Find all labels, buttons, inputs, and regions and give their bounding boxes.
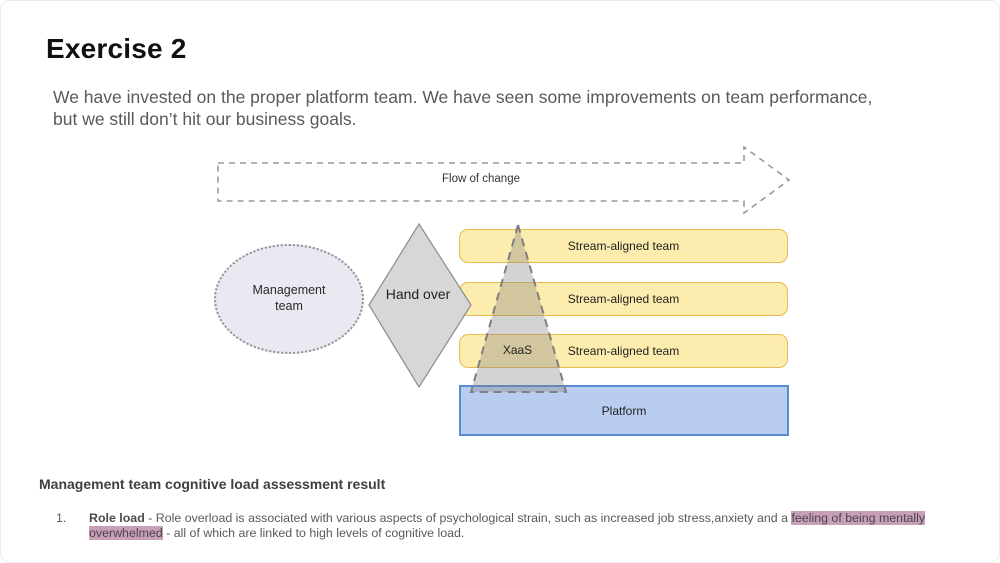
stream-aligned-team-box-1: Stream-aligned team [459, 229, 788, 263]
stream-aligned-team-label-1: Stream-aligned team [567, 239, 680, 253]
handover-label: Hand over [385, 286, 451, 302]
list-item-number: 1. [56, 511, 67, 525]
flow-of-change-arrow [217, 146, 791, 215]
list-item-body-after: - all of which are linked to high levels… [162, 526, 465, 541]
slide-subtitle: We have invested on the proper platform … [53, 87, 873, 130]
management-team-label: Management team [252, 283, 326, 313]
flow-arrow-label: Flow of change [442, 173, 520, 185]
list-item-text: Role load - Role overload is associated … [89, 511, 964, 541]
list-item-body-before: - Role overload is associated with vario… [144, 511, 792, 525]
platform-label: Platform [601, 403, 647, 418]
page-title: Exercise 2 [46, 33, 187, 64]
platform-box: Platform [459, 385, 789, 436]
list-item-term: Role load [89, 511, 145, 525]
xaas-triangle-shape [469, 221, 568, 393]
stream-aligned-team-label-3: Stream-aligned team [567, 344, 680, 358]
management-team-shape: Management team [214, 244, 364, 354]
stream-aligned-team-label-2: Stream-aligned team [567, 292, 680, 306]
handover-diamond-shape [368, 222, 472, 389]
assessment-heading: Management team cognitive load assessmen… [39, 476, 386, 492]
stream-aligned-team-box-3: Stream-aligned team [459, 334, 788, 368]
xaas-label: XaaS [502, 343, 533, 357]
